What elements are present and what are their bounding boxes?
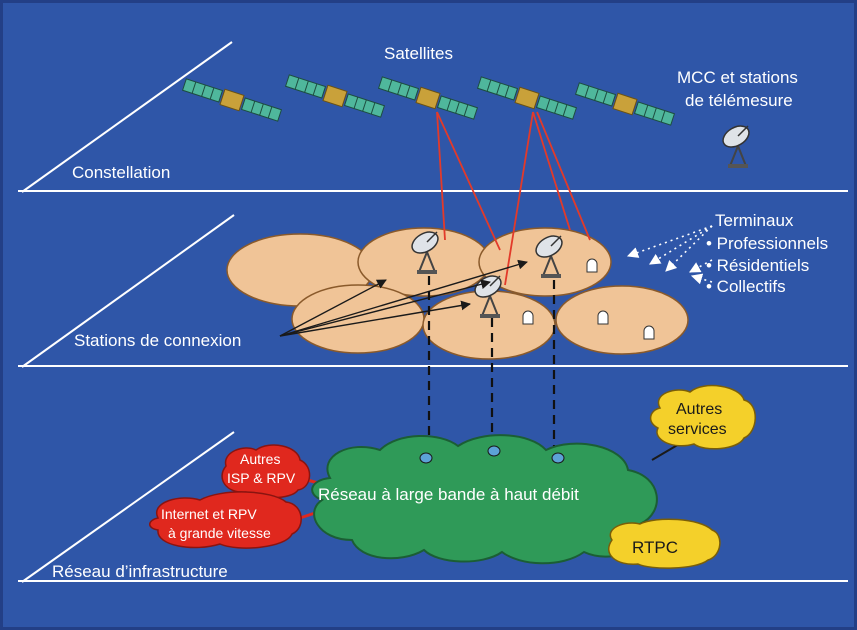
cloud-port-1 (420, 453, 432, 463)
user-terminal-icon-3 (598, 311, 608, 324)
cloud-port-3 (552, 453, 564, 463)
stations-label: Stations de connexion (74, 331, 241, 350)
mcc-label-line1: MCC et stations (677, 68, 798, 87)
services-label-line2: services (668, 421, 727, 438)
internet-label-line1: Internet et RPV (161, 506, 257, 522)
terminals-item-3: • Collectifs (706, 277, 786, 296)
mcc-label-line2: de télémesure (685, 91, 793, 110)
rtpc-label: RTPC (632, 538, 678, 557)
broadband-cloud-label: Réseau à large bande à haut débit (318, 485, 579, 504)
constellation-label: Constellation (72, 163, 170, 182)
terminals-item-2: • Résidentiels (706, 256, 809, 275)
infrastructure-label: Réseau d’infrastructure (52, 562, 228, 581)
terminals-item-1: • Professionnels (706, 234, 828, 253)
isp-label-line2: ISP & RPV (227, 470, 296, 486)
isp-label-line1: Autres (240, 451, 280, 467)
user-terminal-icon-2 (523, 311, 533, 324)
user-terminal-icon-4 (644, 326, 654, 339)
satellites-title: Satellites (384, 44, 453, 63)
terminals-title: Terminaux (715, 211, 794, 230)
services-label-line1: Autres (676, 401, 722, 418)
internet-label-line2: à grande vitesse (168, 525, 271, 541)
coverage-area-6 (556, 286, 688, 354)
user-terminal-icon-1 (587, 259, 597, 272)
cloud-port-2 (488, 446, 500, 456)
coverage-area-5 (423, 291, 555, 359)
